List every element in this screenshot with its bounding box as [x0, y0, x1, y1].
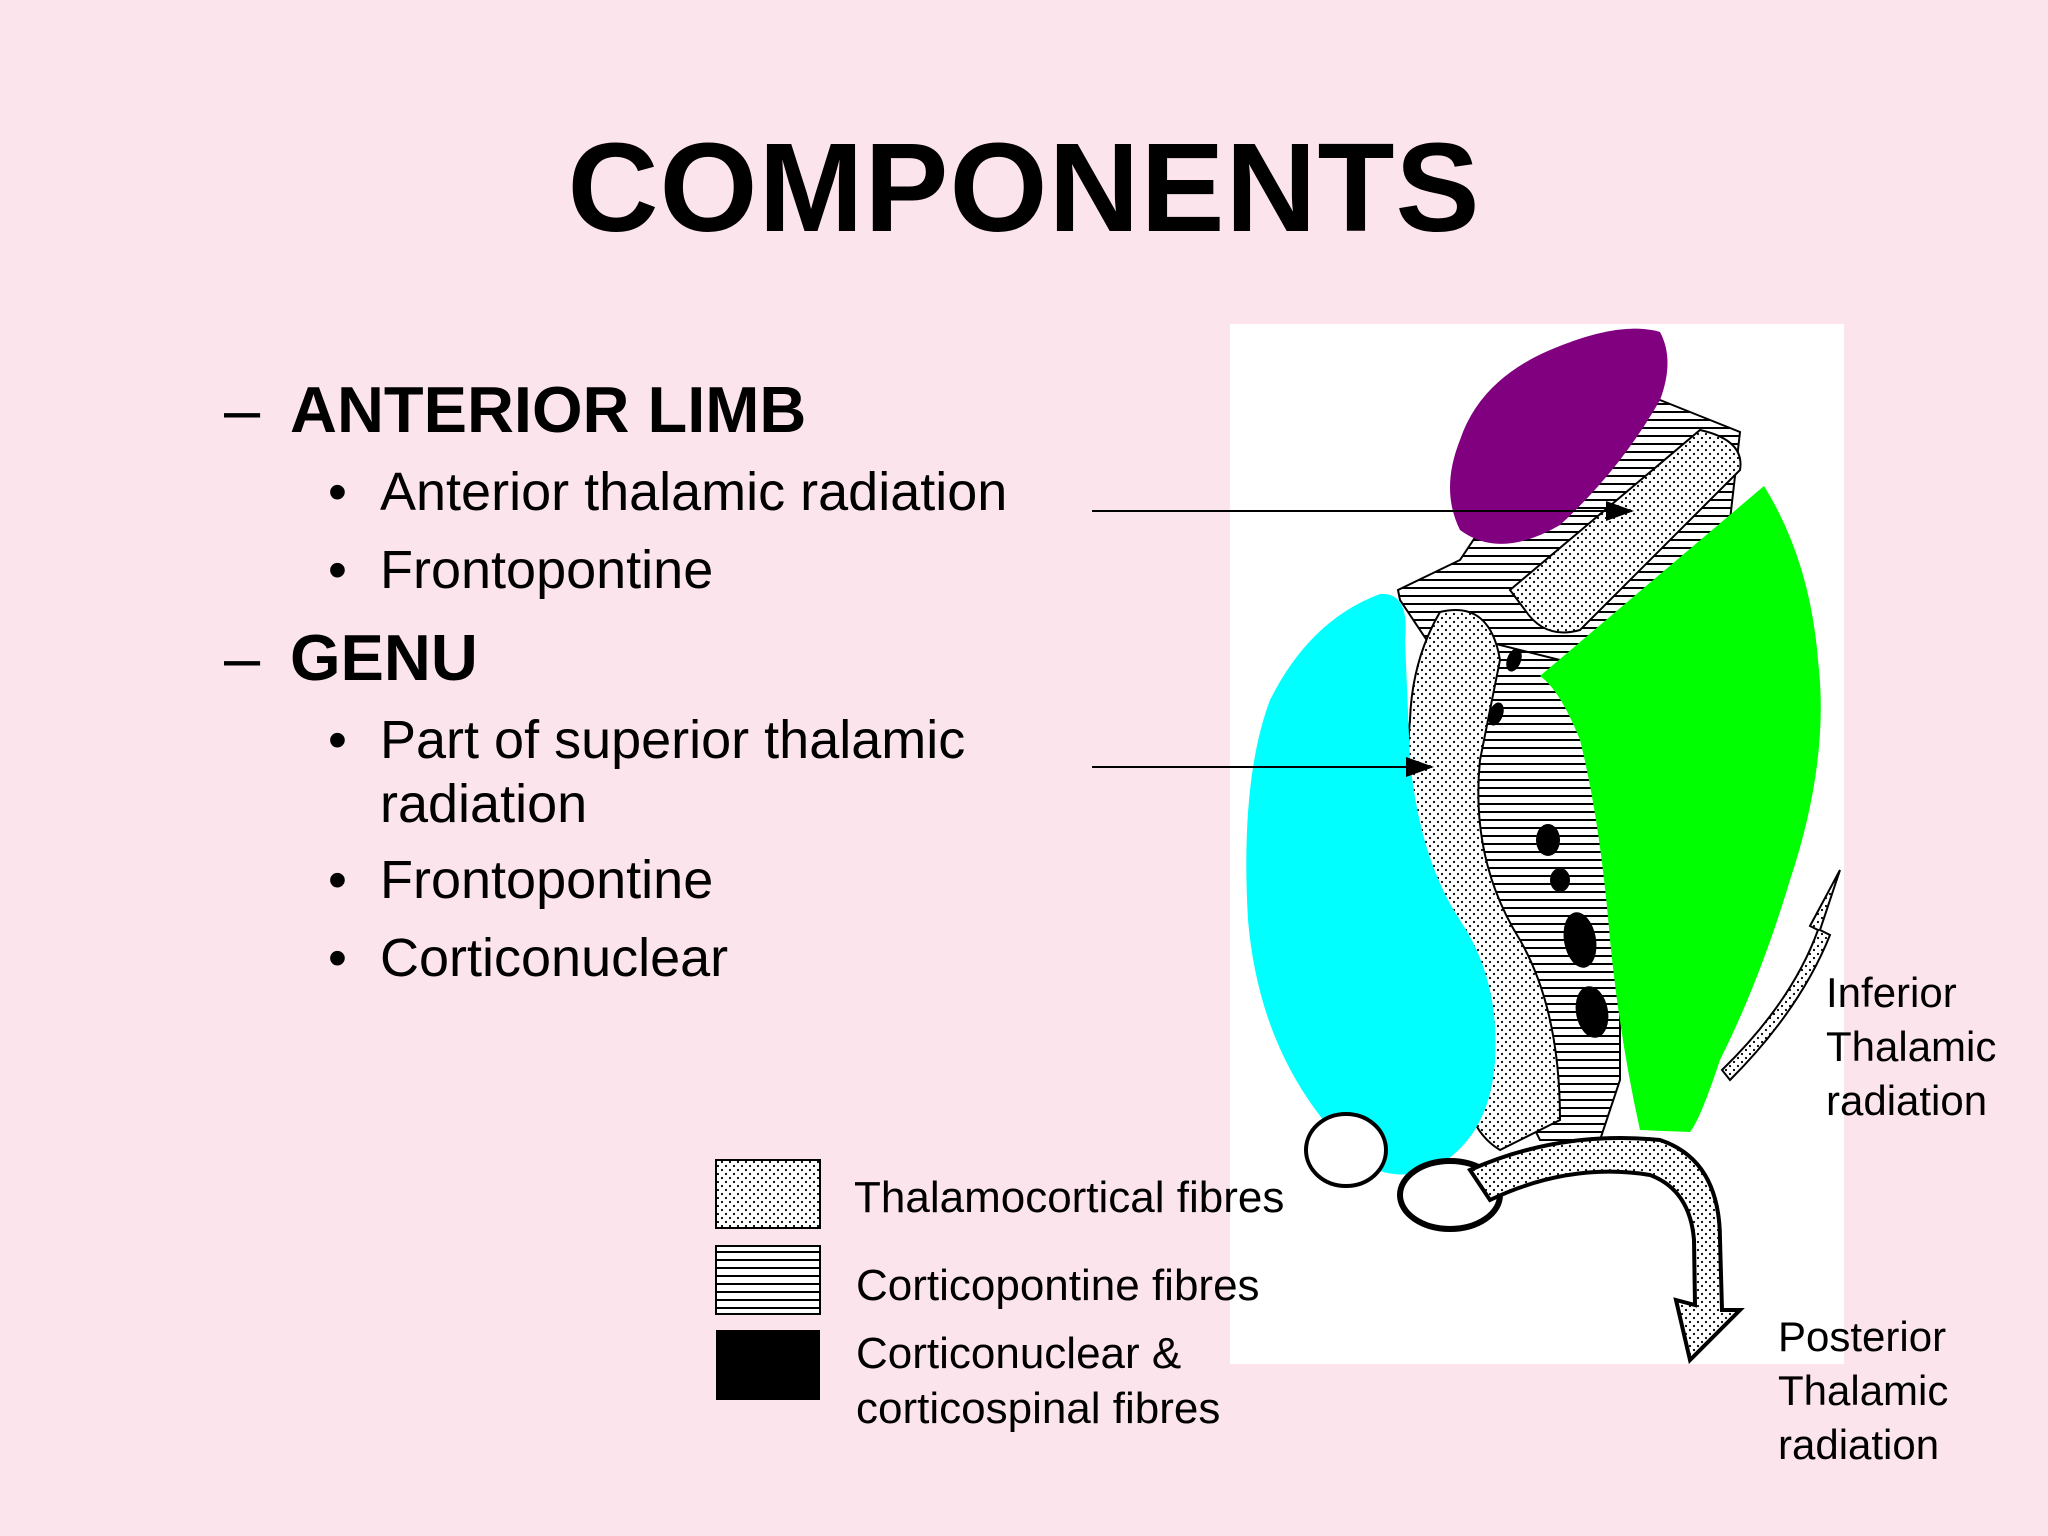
slide-title: COMPONENTS	[567, 117, 1481, 258]
corticonuclear-dot	[1506, 648, 1522, 672]
bullet-text: radiation	[380, 774, 588, 834]
inferior-label-line-3: radiation	[1826, 1077, 1988, 1124]
thalamocortical-tube-upper	[1508, 428, 1742, 634]
bullet-text: Frontopontine	[380, 540, 714, 600]
posterior-label-line-3: radiation	[1778, 1421, 1940, 1468]
bullet-text: Corticonuclear	[380, 928, 729, 988]
purple-region	[1450, 328, 1668, 544]
legend-label-thalamocortical: Thalamocortical fibres	[854, 1173, 1285, 1222]
legend-swatch-solid	[716, 1330, 820, 1400]
dash-marker: –	[224, 373, 261, 446]
section-heading-text: GENU	[290, 621, 478, 694]
corticonuclear-dot	[1563, 912, 1597, 968]
corticonuclear-dot	[1575, 986, 1609, 1038]
corticonuclear-dot	[1536, 824, 1560, 856]
legend-swatch-lines	[715, 1245, 821, 1315]
bullet-text: Part of superior thalamic	[380, 710, 966, 770]
legend-label-corticopontine: Corticopontine fibres	[856, 1261, 1260, 1310]
bullet-dot: •	[328, 540, 347, 600]
bullet-text: Frontopontine	[380, 850, 714, 910]
inferior-label-line-1: Inferior	[1826, 969, 1957, 1016]
posterior-label-line-2: Thalamic	[1778, 1367, 1949, 1414]
bullet-dot: •	[328, 928, 347, 988]
legend-label-corticonuclear-line-2: corticospinal fibres	[856, 1384, 1221, 1433]
inferior-radiation-arrow	[1720, 869, 1841, 1082]
bullet-dot: •	[328, 462, 347, 522]
bullet-dot: •	[328, 710, 347, 770]
bullet-dot: •	[328, 850, 347, 910]
green-region	[1540, 486, 1821, 1132]
inferior-label-line-2: Thalamic	[1826, 1023, 1997, 1070]
legend-swatch-dots	[715, 1159, 821, 1229]
corticonuclear-dot	[1488, 702, 1504, 726]
corticonuclear-dot	[1550, 868, 1570, 892]
cyan-region	[1246, 593, 1496, 1175]
section-heading-text: ANTERIOR LIMB	[290, 373, 807, 446]
posterior-label-line-1: Posterior	[1778, 1313, 1947, 1360]
bottom-loop-left	[1304, 1112, 1388, 1188]
dash-marker: –	[224, 621, 261, 694]
bullet-text: Anterior thalamic radiation	[380, 462, 1008, 522]
legend-label-corticonuclear-line-1: Corticonuclear &	[856, 1329, 1182, 1378]
posterior-radiation-arrow	[1467, 1136, 1745, 1364]
